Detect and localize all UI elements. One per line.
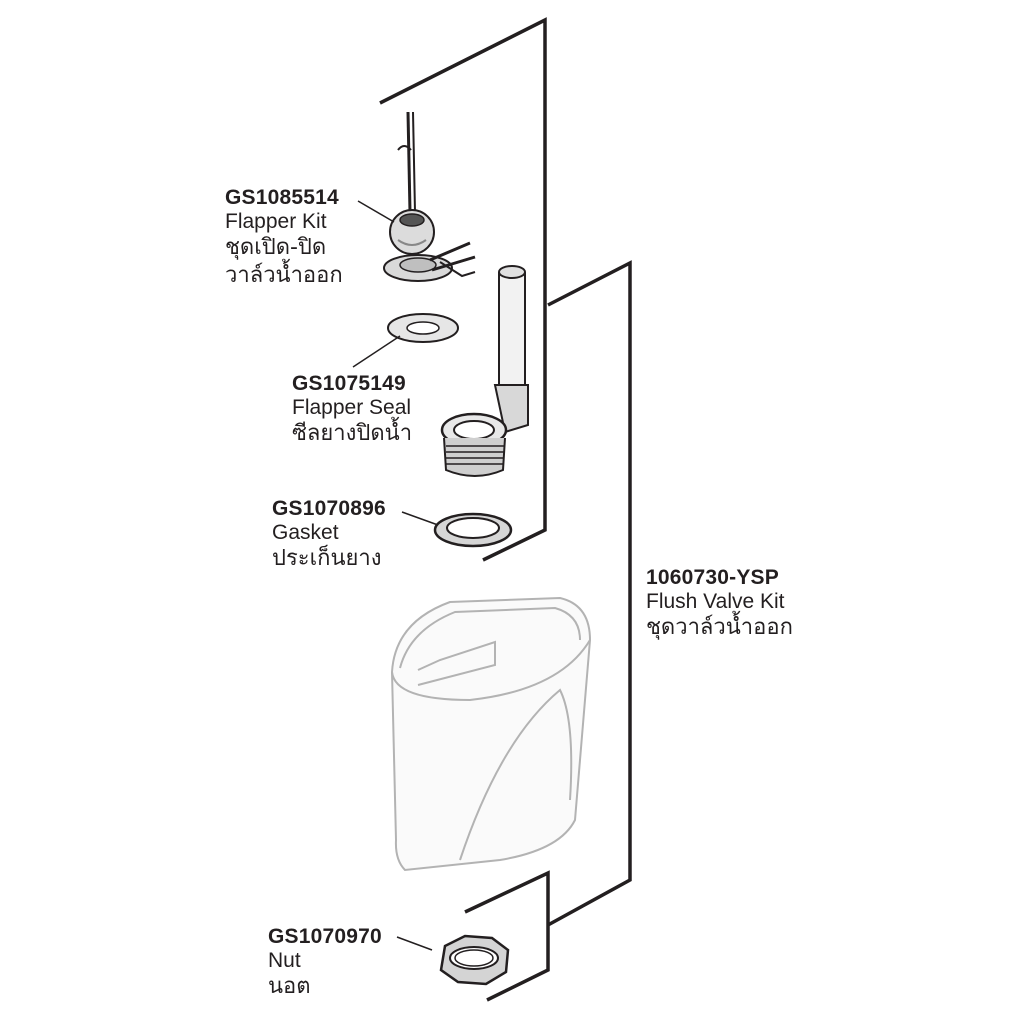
- part-code: GS1085514: [225, 186, 339, 209]
- nut-icon: [439, 934, 510, 986]
- flapper-disk-icon: [383, 241, 476, 282]
- part-name-thai: ชุดเปิด-ปิด: [225, 235, 327, 261]
- gasket-icon: [433, 512, 513, 548]
- part-name-thai: ประเก็นยาง: [272, 546, 382, 572]
- part-code: GS1070970: [268, 925, 382, 948]
- part-label-flapper-seal: GS1075149 Flapper Seal ซีลยางปิดน้ำ: [292, 372, 412, 447]
- flapper-float-icon: [389, 209, 435, 255]
- part-label-gasket: GS1070896 Gasket ประเก็นยาง: [272, 497, 386, 572]
- part-name: Flapper Kit: [225, 209, 327, 233]
- kit-label-flush-valve: 1060730-YSP Flush Valve Kit ชุดวาล์วน้ำอ…: [646, 566, 793, 641]
- flush-valve-body-icon: [440, 265, 529, 477]
- kit-name-thai: ชุดวาล์วน้ำออก: [646, 615, 793, 641]
- part-name: Flapper Seal: [292, 395, 412, 419]
- part-name: Nut: [268, 948, 301, 972]
- flapper-seal-icon: [387, 313, 459, 343]
- part-label-flapper-kit: GS1085514 Flapper Kit ชุดเปิด-ปิด วาล์วน…: [225, 186, 343, 288]
- part-name-thai: นอต: [268, 974, 311, 1000]
- kit-name: Flush Valve Kit: [646, 589, 785, 613]
- kit-code: 1060730-YSP: [646, 566, 779, 589]
- part-name-thai: ซีลยางปิดน้ำ: [292, 421, 413, 447]
- part-label-nut: GS1070970 Nut นอต: [268, 925, 382, 1000]
- tank-icon: [390, 596, 592, 872]
- leader-lines: [352, 200, 439, 951]
- part-code: GS1070896: [272, 497, 386, 520]
- part-code: GS1075149: [292, 372, 406, 395]
- flapper-chain: [397, 111, 416, 213]
- kit-boundary-lines: [379, 17, 632, 1002]
- part-name-thai: วาล์วน้ำออก: [225, 262, 343, 288]
- part-name: Gasket: [272, 520, 339, 544]
